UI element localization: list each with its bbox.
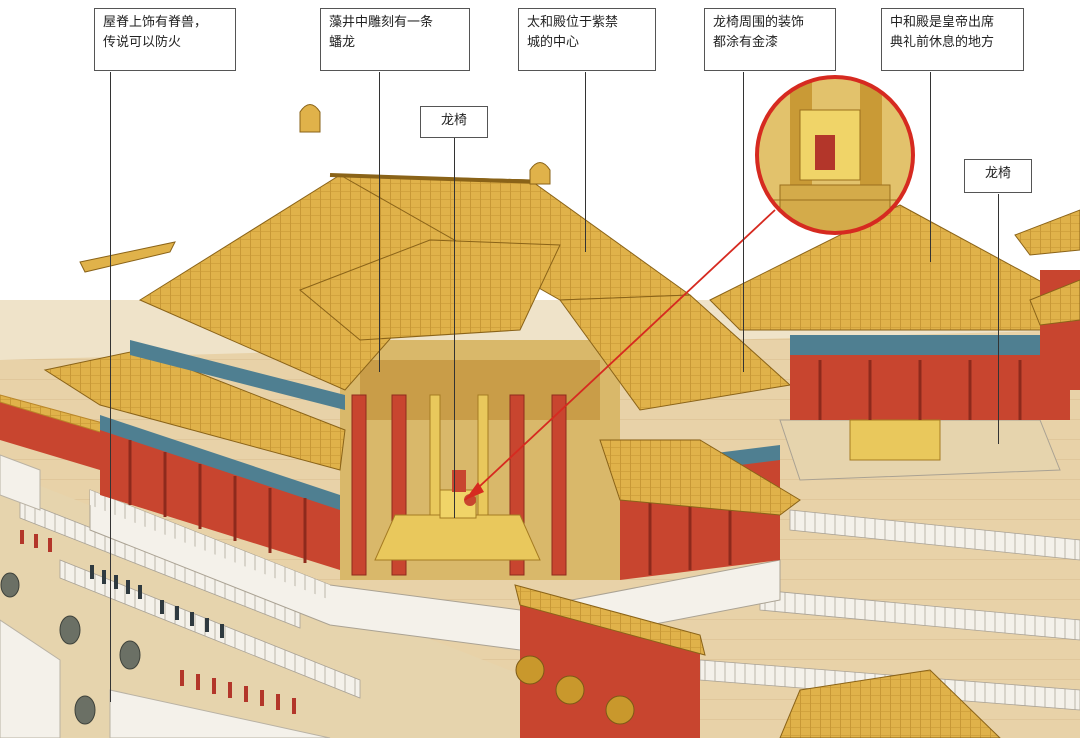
zoom-pointer — [464, 209, 776, 501]
leader-ridge-beasts — [110, 72, 111, 702]
label-zhonghe-rest: 中和殿是皇帝出席 典礼前休息的地方 — [881, 8, 1024, 71]
bronze-vessels — [0, 572, 141, 725]
right-pavilion — [1014, 209, 1080, 390]
label-throne-gold: 龙椅周围的装饰 都涂有金漆 — [704, 8, 836, 71]
red-guards — [20, 530, 296, 714]
leader-taihe-center — [585, 72, 586, 252]
taihe-interior — [340, 340, 620, 580]
leader-zhonghe-rest — [930, 72, 931, 262]
label-ridge-beasts: 屋脊上饰有脊兽， 传说可以防火 — [94, 8, 236, 71]
taihe-lower-roof — [43, 349, 801, 516]
leader-throne-gold — [743, 72, 744, 372]
zhonghe-hall — [709, 204, 1076, 481]
leader-throne-2 — [998, 194, 999, 444]
guards — [90, 565, 224, 638]
label-throne-1: 龙椅 — [420, 106, 488, 138]
west-corridor — [0, 394, 112, 511]
leader-throne-1 — [454, 138, 455, 518]
taihe-upper-roof — [79, 104, 792, 411]
leader-caisson-dragon — [379, 72, 380, 372]
label-throne-2: 龙椅 — [964, 159, 1032, 193]
label-taihe-center: 太和殿位于紫禁 城的中心 — [518, 8, 656, 71]
foreground-wall — [514, 584, 1001, 738]
throne-zoom-inset — [755, 75, 915, 235]
label-caisson-dragon: 藻井中雕刻有一条 蟠龙 — [320, 8, 470, 71]
